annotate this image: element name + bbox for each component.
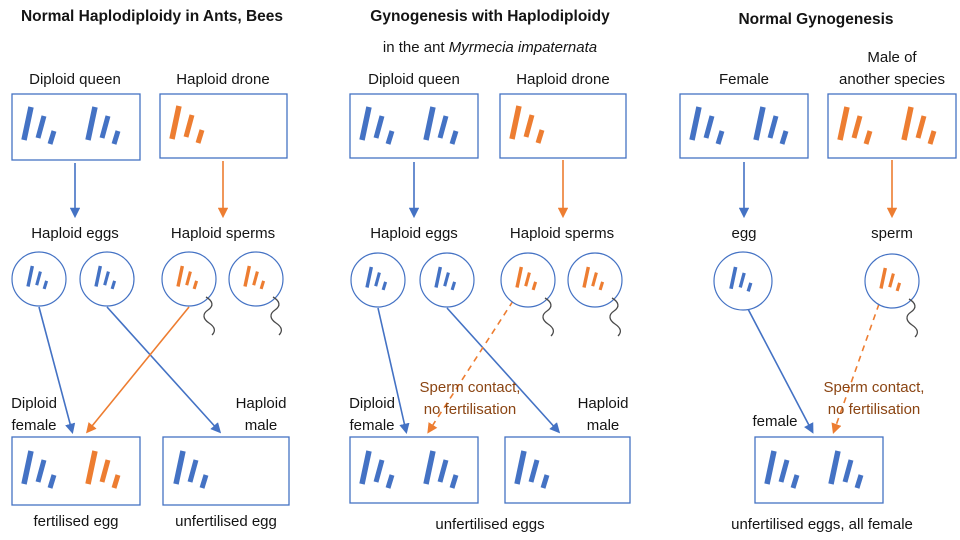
p2-title: Gynogenesis with Haplodiploidy [370,8,610,25]
chromosome-set-orange [176,265,199,290]
p1-parent1-label: Diploid queen [29,71,121,88]
chromosome-set-blue [173,450,209,489]
p1-offspring2-label: Haploid male [235,395,287,434]
p1-egg1-to-fertilised-line [38,306,76,435]
p1-result2-label: unfertilised egg [175,513,277,530]
p3-title: Normal Gynogenesis [738,11,894,28]
chromosome-set-blue [514,450,550,489]
p2-subtitle-prefix: in the ant [382,39,449,56]
chromosome-set-blue [689,106,725,145]
sperm-tail-icon [270,296,283,336]
p3-gametes2-label: sperm [871,225,913,242]
sperm-tail-icon [609,297,622,337]
p3-egg-to-female-line [747,308,814,434]
sperm-tail-icon [203,296,216,336]
p1-result1-label: fertilised egg [33,513,119,530]
p3-sperm-contact-note: Sperm contact, no fertilisation [823,379,925,418]
p2-egg2-to-male-line [446,307,561,434]
p3-parent2-label: Male of another species [839,49,945,88]
p2-sperm-contact-note: Sperm contact, no fertilisation [419,379,521,418]
p1-haploid-drone-box [159,93,288,159]
p1-diploid-queen-box [11,93,141,161]
p2-sperm-contact-dashed-line [427,300,514,434]
chromosome-set-orange [837,106,873,145]
chromosome-set-blue [753,106,789,145]
chromosome-set-orange [879,267,902,292]
p1-title: Normal Haplodiploidy in Ants, Bees [20,8,284,25]
p2-offspring1-label: Diploid female [349,395,395,434]
chromosome-set-blue [365,266,388,291]
p3-gametes1-label: egg [731,225,757,242]
p2-parent2-label: Haploid drone [516,71,610,88]
chromosome-set-orange [169,105,205,144]
p1-offspring1-label: Diploid female [11,395,57,434]
p2-offspring2-label: Haploid male [577,395,629,434]
p2-subtitle: in the ant Myrmecia impaternata [334,37,646,59]
p3-parent1-label: Female [718,71,770,88]
p1-egg2-to-unfertilised-line [106,306,222,434]
species-name: Myrmecia impaternata [448,39,598,56]
p1-fertilised-egg-box [11,436,141,506]
p3-male-other-species-box [827,93,957,159]
chromosome-set-orange [582,266,605,291]
chromosome-set-orange [243,265,266,290]
p2-haploid-drone-box [499,93,627,159]
p1-sperm-to-fertilised-line [86,306,190,434]
p3-offspring1-label: female [752,413,798,430]
chromosome-set-blue [434,266,457,291]
chromosome-set-orange [509,105,545,144]
p1-gametes1-label: Haploid eggs [31,225,119,242]
chromosome-set-blue [828,450,864,489]
chromosome-set-blue [94,265,117,290]
chromosome-set-blue [85,106,121,145]
chromosome-set-blue [359,450,395,489]
sperm-tail-icon [542,297,555,337]
chromosome-set-blue [26,265,49,290]
chromosome-set-orange [901,106,937,145]
p3-result-label: unfertilised eggs, all female [731,516,913,533]
chromosome-set-blue [21,450,57,489]
p2-diploid-female-box [349,436,479,504]
p3-female-offspring-box [754,436,884,504]
chromosome-set-blue [359,106,395,145]
chromosome-set-orange [515,266,538,291]
chromosome-set-blue [423,106,459,145]
chromosome-set-blue [423,450,459,489]
p3-female-box [679,93,809,159]
p2-haploid-male-box [504,436,631,504]
chromosome-set-orange [85,450,121,489]
p2-egg1-to-female-line [377,307,410,435]
p2-result-label: unfertilised eggs [435,516,545,533]
p2-diploid-queen-box [349,93,479,159]
chromosome-set-blue [764,450,800,489]
p2-gametes2-label: Haploid sperms [509,225,615,242]
p1-gametes2-label: Haploid sperms [170,225,276,242]
p1-parent2-label: Haploid drone [176,71,270,88]
chromosome-set-blue [729,266,753,292]
p3-sperm-contact-dashed-line [831,303,880,434]
p1-unfertilised-egg-box [162,436,290,506]
chromosome-set-blue [21,106,57,145]
sperm-tail-icon [906,298,919,338]
p2-parent1-label: Diploid queen [368,71,460,88]
p2-gametes1-label: Haploid eggs [370,225,458,242]
